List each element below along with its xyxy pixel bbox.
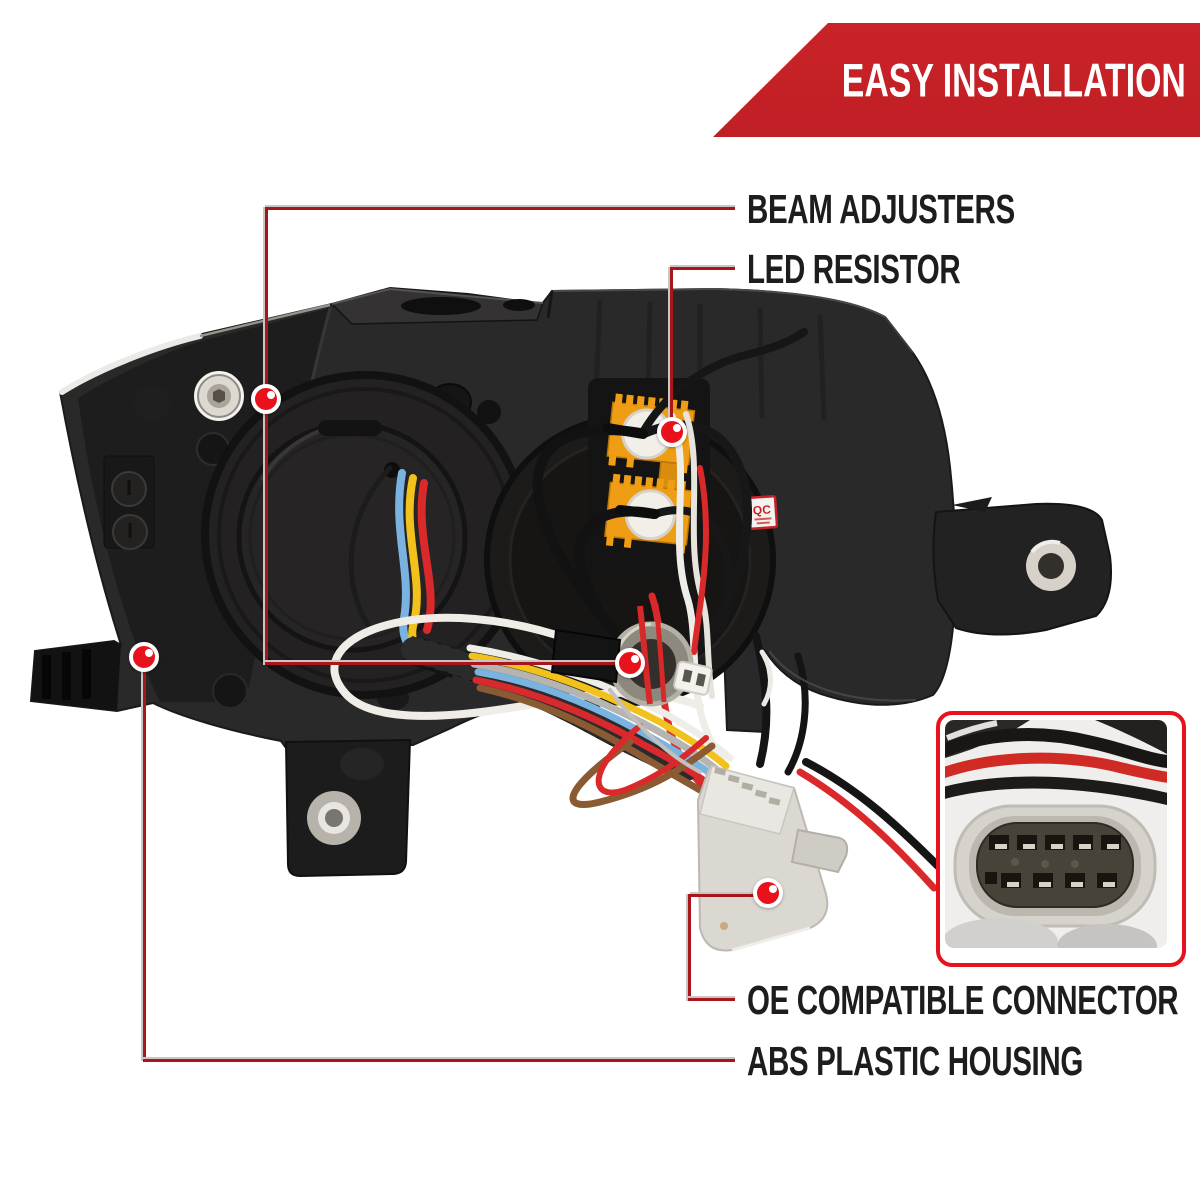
marker-dot-beam-adjuster-2 xyxy=(615,648,645,678)
callout-line-abs-vertical xyxy=(143,658,146,1061)
callout-line-led-horizontal xyxy=(670,267,735,270)
mounting-bracket xyxy=(932,497,1113,636)
banner-title: EASY INSTALLATION xyxy=(841,53,1186,107)
callout-label-beam-adjusters: BEAM ADJUSTERS xyxy=(747,186,1015,232)
mounting-tab-left xyxy=(31,641,121,711)
callout-label-abs-plastic-housing: ABS PLASTIC HOUSING xyxy=(747,1038,1083,1084)
svg-text:QC: QC xyxy=(752,502,771,517)
marker-dot-led-resistor xyxy=(657,417,687,447)
callout-label-oe-compatible-connector: OE COMPATIBLE CONNECTOR xyxy=(747,977,1179,1023)
oe-connector xyxy=(696,764,849,952)
callout-line-oe-vertical xyxy=(688,894,691,1001)
callout-line-oe-top xyxy=(690,894,760,897)
callout-line-oe-bottom xyxy=(688,998,735,1001)
chrome-edge xyxy=(59,333,203,395)
callout-line-abs-horizontal xyxy=(143,1059,735,1062)
qc-sticker: QC xyxy=(746,494,779,530)
banner: EASY INSTALLATION xyxy=(713,23,1200,137)
marker-dot-oe-connector xyxy=(753,878,783,908)
mounting-foot xyxy=(284,738,412,878)
marker-dot-beam-adjuster-1 xyxy=(251,384,281,414)
small-white-plug xyxy=(673,660,713,696)
callout-line-beam-vertical xyxy=(265,207,268,665)
callout-line-beam-top xyxy=(265,207,735,210)
inset-connector-closeup xyxy=(936,711,1186,967)
callout-line-beam-bottom xyxy=(265,662,630,665)
callout-label-led-resistor: LED RESISTOR xyxy=(747,246,961,292)
marker-dot-abs-housing xyxy=(129,642,159,672)
callout-line-led-vertical xyxy=(670,267,673,434)
beam-adjuster-screw xyxy=(194,371,244,421)
